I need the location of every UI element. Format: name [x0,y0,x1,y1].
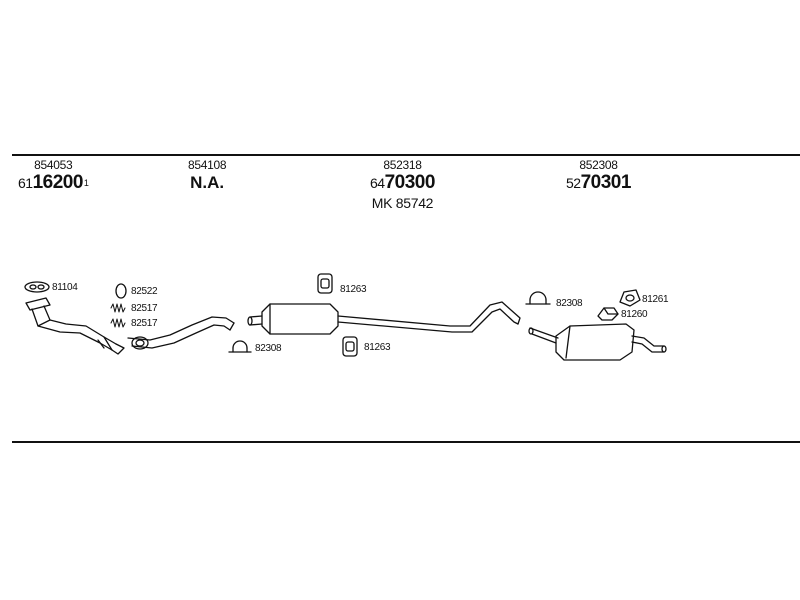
rubber-hanger-icon [619,289,641,307]
clamp-ring-icon [115,283,127,299]
part-label-81104: 81104 [52,282,78,293]
part-number: 61162001 [18,172,89,193]
header-rear-silencer: 852308 5270301 [566,158,631,195]
part-label-81261: 81261 [642,294,669,305]
part-label-82517-a: 82517 [131,303,158,314]
header-intermediate-pipe: 854108 N.A. [188,158,227,194]
bottom-divider-line [12,441,800,443]
spring-icon [110,303,126,328]
top-divider-line [12,154,800,156]
mk-number: MK 85742 [371,195,434,211]
part-label-81263-top: 81263 [340,284,367,295]
rear-silencer-icon [528,323,667,361]
header-middle-silencer: 852318 6470300 MK 85742 [370,158,435,211]
bracket-icon [597,307,619,321]
oe-code: 854108 [188,158,227,172]
not-available-label: N.A. [190,173,225,192]
part-label-82517-b: 82517 [131,318,158,329]
oe-code: 852318 [383,158,422,172]
u-clamp-icon [228,340,252,353]
intermediate-pipe-icon [127,316,235,349]
oe-code: 854053 [34,158,73,172]
seal-ring-icon [131,336,149,350]
part-label-82308-left: 82308 [255,343,282,354]
part-number: 5270301 [566,172,631,193]
part-label-82308-right: 82308 [556,298,583,309]
rubber-hanger-icon [317,273,333,294]
part-number: 6470300 [370,172,435,193]
middle-silencer-icon [247,301,521,335]
header-front-pipe: 854053 61162001 [18,158,89,195]
rubber-hanger-icon [342,336,358,357]
front-pipe-icon [25,297,125,355]
part-label-81263-bottom: 81263 [364,342,391,353]
part-label-81260: 81260 [621,309,648,320]
oe-code: 852308 [579,158,618,172]
part-label-82522: 82522 [131,286,158,297]
gasket-icon [24,281,50,293]
u-clamp-icon [525,291,551,305]
